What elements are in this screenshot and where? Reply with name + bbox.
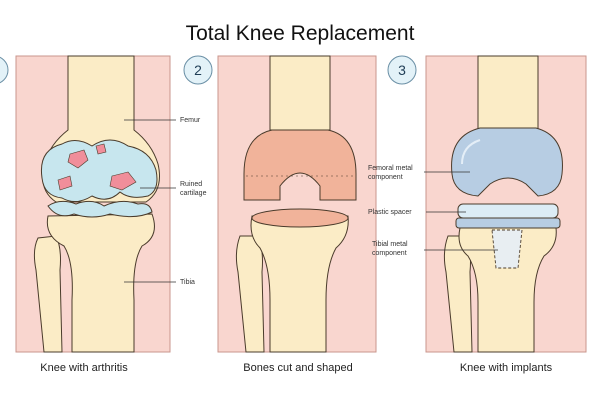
label-tibial-line2: component xyxy=(372,250,407,257)
caption-implants: Knee with implants xyxy=(460,362,553,374)
tibia-cut-surface xyxy=(251,208,349,228)
step-badge-1 xyxy=(0,56,9,84)
label-femoral-component: Femoral metal component xyxy=(368,165,415,181)
femur-bone-3 xyxy=(477,55,539,133)
step-badge-3 xyxy=(387,55,417,85)
cartilage-lower-1 xyxy=(47,200,153,218)
label-ruined-line2: cartilage xyxy=(180,190,207,197)
tibial-tray xyxy=(455,217,561,229)
label-ruined-cartilage: Ruined cartilage xyxy=(180,181,207,197)
label-tibial-line1: Tibial metal xyxy=(372,241,408,248)
lesion-3 xyxy=(109,171,137,191)
label-femur: Femur xyxy=(180,117,201,124)
lesion-1 xyxy=(67,149,89,169)
diagram-title: Total Knee Replacement xyxy=(186,22,415,45)
tibia-bone-2 xyxy=(250,215,349,353)
label-tibia: Tibia xyxy=(180,279,195,286)
lesion-4 xyxy=(95,143,107,155)
femur-bone-2 xyxy=(269,55,331,131)
label-femoral-line2: component xyxy=(368,174,403,181)
label-ruined-line1: Ruined xyxy=(180,181,202,188)
caption-bones-cut: Bones cut and shaped xyxy=(243,362,352,374)
step-badge-2 xyxy=(183,55,213,85)
panel-bones-cut: 2 Bones cut and shaped xyxy=(183,55,377,374)
label-femoral-line1: Femoral metal xyxy=(368,165,413,172)
step-number-3: 3 xyxy=(398,62,406,78)
femoral-metal-component xyxy=(451,127,563,197)
caption-arthritis: Knee with arthritis xyxy=(40,362,128,374)
step-number-2: 2 xyxy=(194,62,202,78)
femoral-highlight xyxy=(461,139,481,165)
tibia-bone-1 xyxy=(46,213,155,353)
panel-implants: Femoral metal component Plastic spacer T… xyxy=(368,55,587,374)
lesion-2 xyxy=(57,175,73,191)
tibial-stem xyxy=(491,229,523,269)
label-plastic-spacer: Plastic spacer xyxy=(368,209,412,216)
tibia-bone-3 xyxy=(458,227,557,353)
femur-cut-end xyxy=(243,129,357,201)
panel-arthritis: Femur Ruined cartilage Tibia 1 Knee with… xyxy=(0,55,207,374)
label-tibial-component: Tibial metal component xyxy=(372,241,409,257)
plastic-spacer xyxy=(457,203,559,219)
